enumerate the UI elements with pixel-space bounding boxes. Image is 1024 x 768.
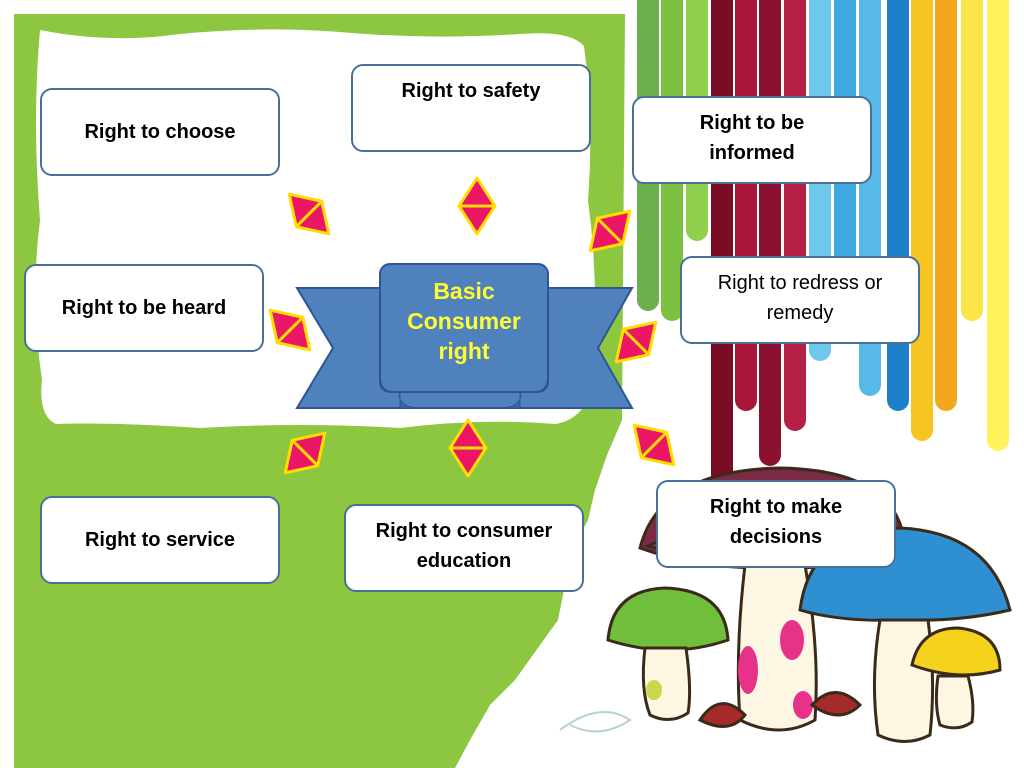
right-to-consumer-education-box: Right to consumer education (344, 504, 584, 592)
right-to-redress-box: Right to redress or remedy (680, 256, 920, 344)
right-to-be-heard-box: Right to be heard (24, 264, 264, 352)
right-to-make-decisions-box: Right to make decisions (656, 480, 896, 568)
right-to-safety-box: Right to safety (351, 64, 591, 152)
center-title-line: Consumer (388, 306, 540, 336)
right-to-service-box: Right to service (40, 496, 280, 584)
center-title-line: Basic (388, 276, 540, 306)
arrow-to-decisions (621, 412, 686, 477)
center-title: Basic Consumer right (388, 276, 540, 366)
right-to-choose-box: Right to choose (40, 88, 280, 176)
right-to-be-informed-box: Right to be informed (632, 96, 872, 184)
grass-swirl (560, 712, 630, 731)
paint-drips (648, 0, 998, 480)
center-title-line: right (388, 336, 540, 366)
